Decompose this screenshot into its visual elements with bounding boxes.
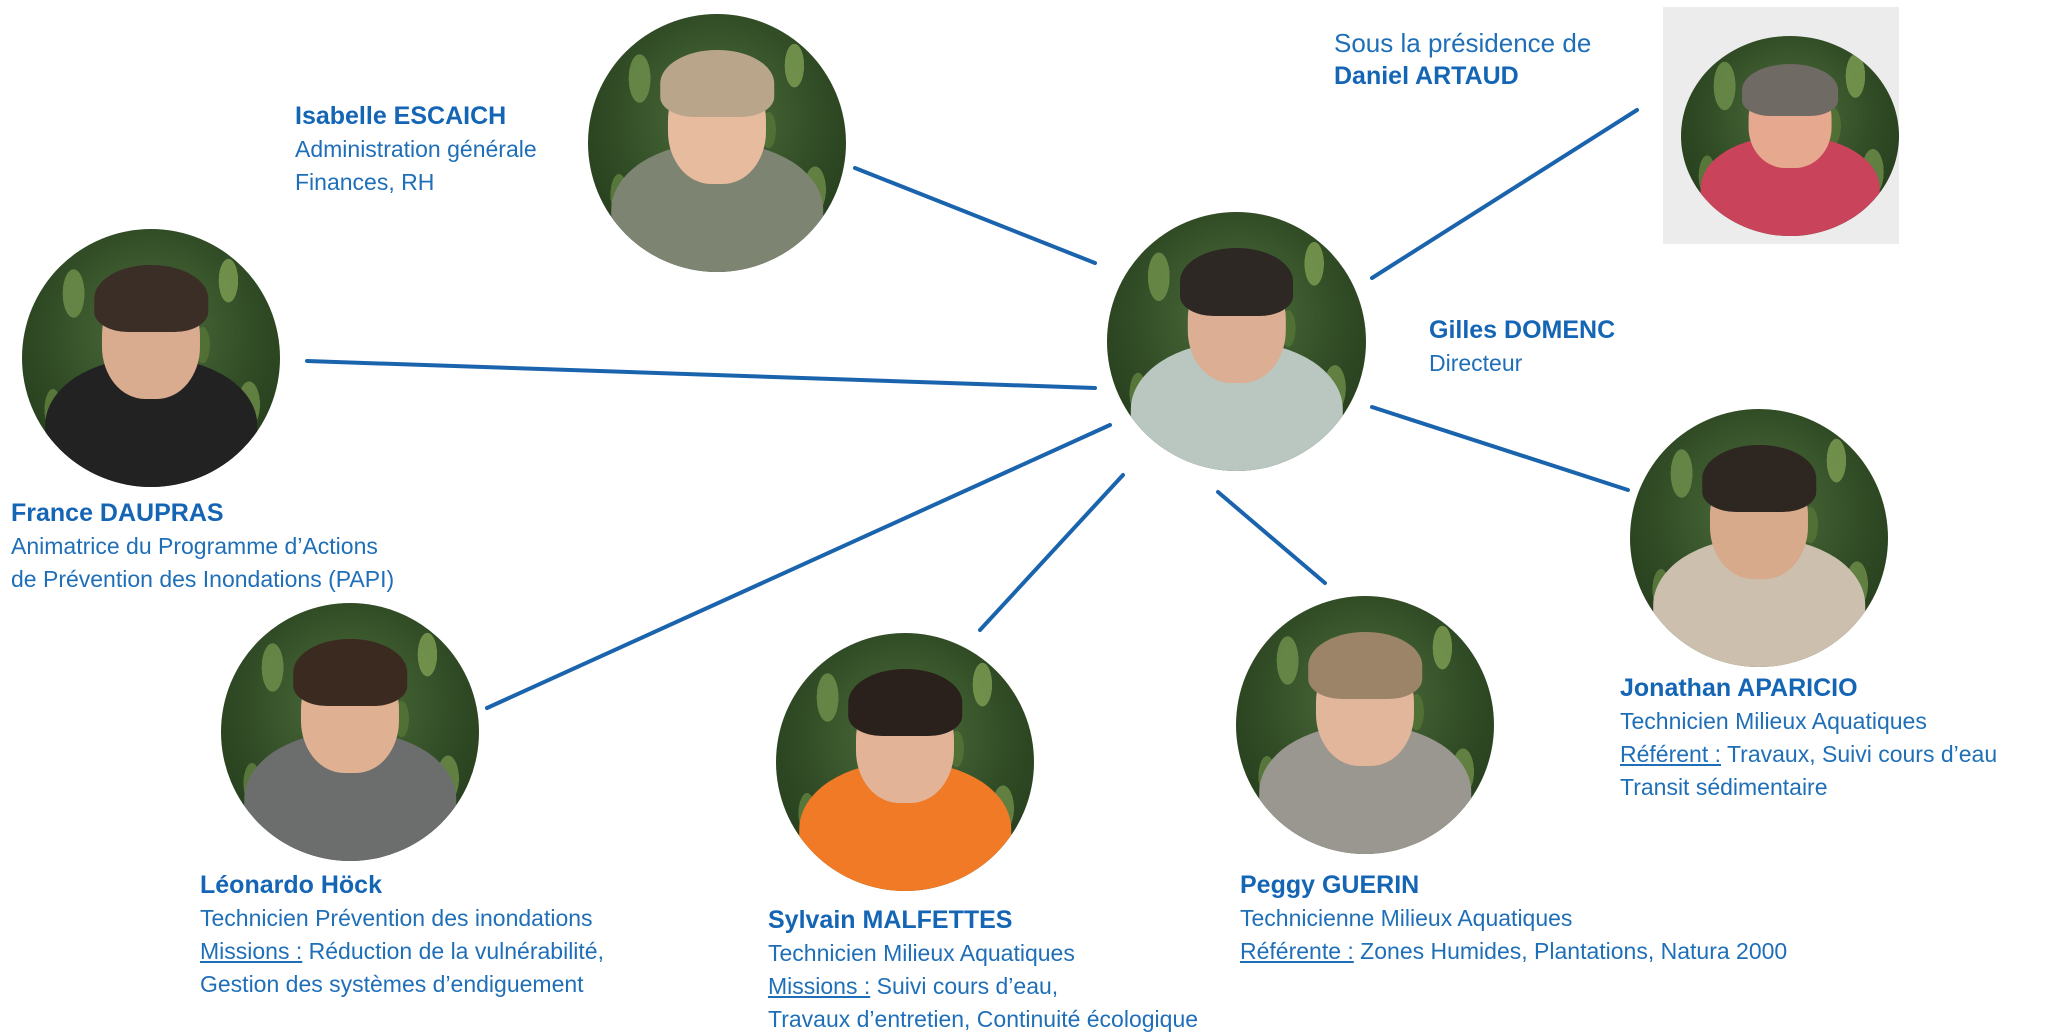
director-label: Gilles DOMENC Directeur bbox=[1429, 314, 1615, 380]
isabelle-name: Isabelle ESCAICH bbox=[295, 102, 507, 130]
leonardo-missions: Missions : Réduction de la vulnérabilité… bbox=[200, 935, 604, 968]
jonathan-label: Jonathan APARICIO Technicien Milieux Aqu… bbox=[1620, 672, 1997, 804]
leonardo-photo bbox=[221, 603, 479, 861]
france-name: France DAUPRAS bbox=[11, 499, 224, 527]
sylvain-missions-text: Suivi cours d’eau, bbox=[870, 973, 1059, 999]
connector-president bbox=[1370, 108, 1639, 280]
connector-france bbox=[305, 359, 1097, 390]
sylvain-line1: Technicien Milieux Aquatiques bbox=[768, 940, 1075, 966]
france-line2: de Prévention des Inondations (PAPI) bbox=[11, 566, 395, 592]
peggy-name: Peggy GUERIN bbox=[1240, 871, 1420, 899]
sylvain-missions-label: Missions : bbox=[768, 973, 871, 999]
president-name: Daniel ARTAUD bbox=[1334, 62, 1519, 90]
peggy-ref: Référente : Zones Humides, Plantations, … bbox=[1240, 935, 1787, 968]
president-intro: Sous la présidence de bbox=[1334, 28, 1592, 58]
jonathan-line3: Transit sédimentaire bbox=[1620, 774, 1828, 800]
sylvain-label: Sylvain MALFETTES Technicien Milieux Aqu… bbox=[768, 904, 1198, 1036]
jonathan-ref: Référent : Travaux, Suivi cours d’eau bbox=[1620, 738, 1997, 771]
leonardo-missions-text: Réduction de la vulnérabilité, bbox=[302, 938, 604, 964]
leonardo-line1: Technicien Prévention des inondations bbox=[200, 905, 593, 931]
isabelle-label: Isabelle ESCAICH Administration générale… bbox=[295, 100, 537, 199]
jonathan-photo bbox=[1630, 409, 1888, 667]
director-photo bbox=[1107, 212, 1366, 471]
connector-jonathan bbox=[1370, 405, 1630, 492]
peggy-label: Peggy GUERIN Technicienne Milieux Aquati… bbox=[1240, 869, 1787, 968]
president-photo bbox=[1681, 36, 1899, 236]
isabelle-photo bbox=[588, 14, 846, 272]
jonathan-ref-label: Référent : bbox=[1620, 741, 1721, 767]
connector-isabelle bbox=[853, 166, 1097, 265]
leonardo-name: Léonardo Höck bbox=[200, 871, 382, 899]
leonardo-missions-label: Missions : bbox=[200, 938, 303, 964]
sylvain-line3: Travaux d’entretien, Continuité écologiq… bbox=[768, 1006, 1199, 1032]
isabelle-line1: Administration générale bbox=[295, 136, 537, 162]
france-line1: Animatrice du Programme d’Actions bbox=[11, 533, 378, 559]
sylvain-name: Sylvain MALFETTES bbox=[768, 906, 1013, 934]
connector-peggy bbox=[1216, 490, 1327, 585]
sylvain-missions: Missions : Suivi cours d’eau, bbox=[768, 970, 1198, 1003]
isabelle-line2: Finances, RH bbox=[295, 169, 435, 195]
jonathan-line1: Technicien Milieux Aquatiques bbox=[1620, 708, 1927, 734]
leonardo-line3: Gestion des systèmes d’endiguement bbox=[200, 971, 584, 997]
leonardo-label: Léonardo Höck Technicien Prévention des … bbox=[200, 869, 604, 1001]
france-label: France DAUPRAS Animatrice du Programme d… bbox=[11, 497, 394, 596]
france-photo bbox=[22, 229, 280, 487]
sylvain-photo bbox=[776, 633, 1034, 891]
jonathan-name: Jonathan APARICIO bbox=[1620, 674, 1858, 702]
director-role: Directeur bbox=[1429, 350, 1523, 376]
peggy-ref-text: Zones Humides, Plantations, Natura 2000 bbox=[1353, 938, 1788, 964]
president-label: Sous la présidence de Daniel ARTAUD bbox=[1334, 27, 1591, 93]
director-name: Gilles DOMENC bbox=[1429, 316, 1616, 344]
peggy-line1: Technicienne Milieux Aquatiques bbox=[1240, 905, 1573, 931]
connector-leonardo bbox=[485, 423, 1112, 710]
jonathan-ref-text: Travaux, Suivi cours d’eau bbox=[1721, 741, 1998, 767]
connector-sylvain bbox=[978, 473, 1125, 632]
peggy-photo bbox=[1236, 596, 1494, 854]
peggy-ref-label: Référente : bbox=[1240, 938, 1354, 964]
